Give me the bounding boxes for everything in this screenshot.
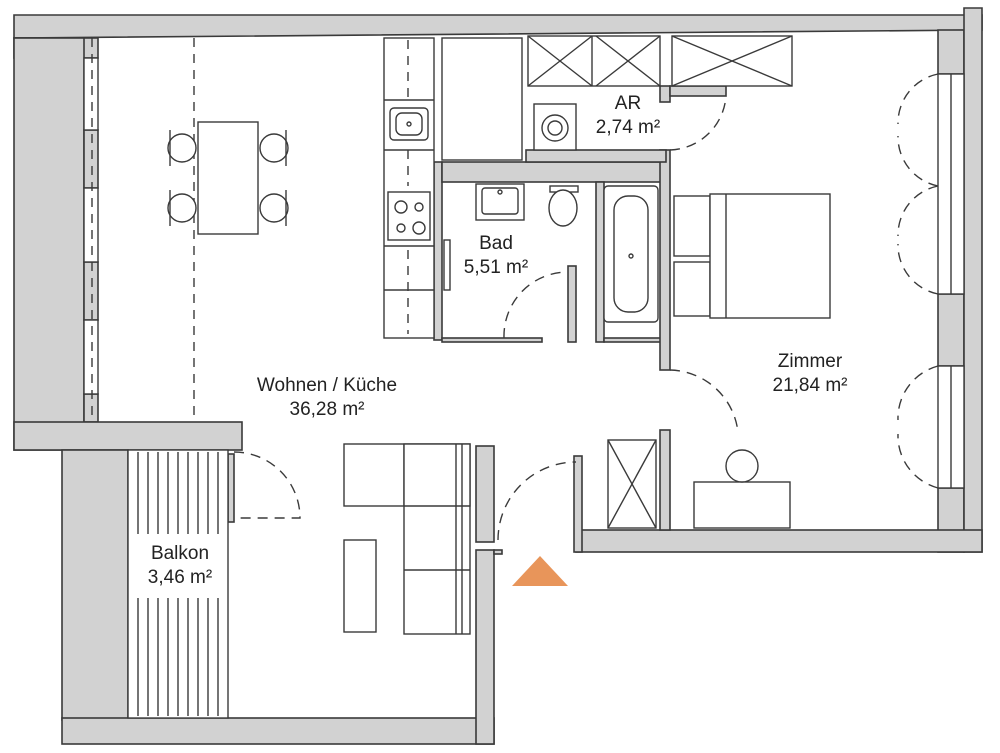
room-label-balkon: Balkon 3,46 m² xyxy=(148,542,212,590)
door-swings xyxy=(233,73,939,541)
room-label-wohnen: Wohnen / Küche 36,28 m² xyxy=(257,374,397,422)
room-area: 2,74 m² xyxy=(595,117,661,138)
room-name: AR xyxy=(614,93,642,114)
room-name: Wohnen / Küche xyxy=(256,375,398,396)
room-name: Zimmer xyxy=(777,351,843,372)
room-label-bad: Bad 5,51 m² xyxy=(464,232,528,280)
room-label-zimmer: Zimmer 21,84 m² xyxy=(773,350,848,398)
balcony-deck xyxy=(134,452,224,716)
inner-walls xyxy=(227,85,727,553)
room-area: 3,46 m² xyxy=(147,567,213,588)
sofa-set xyxy=(343,443,471,635)
room-area: 36,28 m² xyxy=(289,399,365,420)
room-name: Bad xyxy=(479,233,513,254)
bedroom-furniture xyxy=(607,193,831,529)
room-area: 5,51 m² xyxy=(463,257,529,278)
room-name: Balkon xyxy=(150,543,210,564)
room-label-ar: AR 2,74 m² xyxy=(596,92,660,140)
dining-set xyxy=(167,121,289,235)
room-area: 21,84 m² xyxy=(772,375,848,396)
storage-units xyxy=(441,35,793,161)
entrance-triangle-icon xyxy=(512,556,568,586)
bathroom-fixtures xyxy=(443,183,659,323)
outer-walls xyxy=(13,7,983,745)
kitchen-counter xyxy=(383,37,435,339)
